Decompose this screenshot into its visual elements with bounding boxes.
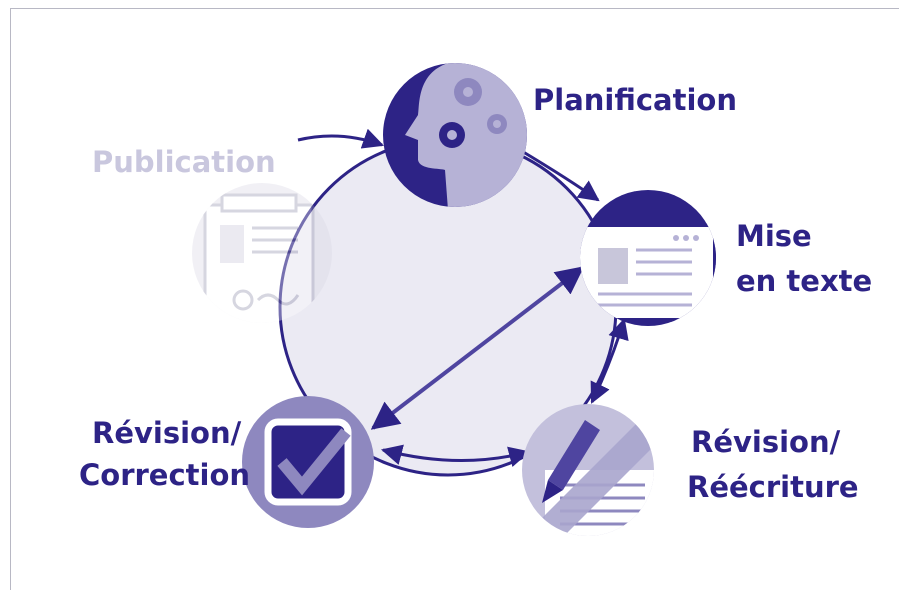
label-reecriture-line1: Révision/ — [691, 425, 841, 459]
computer-screen-icon — [580, 190, 716, 326]
arrow-planification-to-mise — [519, 148, 600, 202]
label-mise-line1: Mise — [736, 219, 812, 253]
label-publication: Publication — [92, 145, 276, 179]
checkbox-icon — [242, 396, 374, 528]
frame-top-border — [10, 8, 899, 9]
arrow-correction-reecriture — [380, 444, 531, 467]
label-planification: Planification — [533, 83, 737, 117]
arrow-publication-to-planification — [297, 128, 384, 149]
head-gears-icon — [383, 63, 527, 207]
pencil-document-icon — [522, 404, 654, 536]
label-mise-line2: en texte — [736, 264, 872, 298]
label-correction-line2: Correction — [79, 458, 250, 492]
frame-left-border — [10, 8, 11, 590]
signed-document-icon — [192, 183, 332, 323]
label-correction-line1: Révision/ — [92, 416, 242, 450]
label-reecriture-line2: Réécriture — [687, 470, 859, 504]
arrow-correction-mise-diagonal — [370, 266, 585, 430]
arrow-mise-reecriture — [590, 317, 629, 404]
